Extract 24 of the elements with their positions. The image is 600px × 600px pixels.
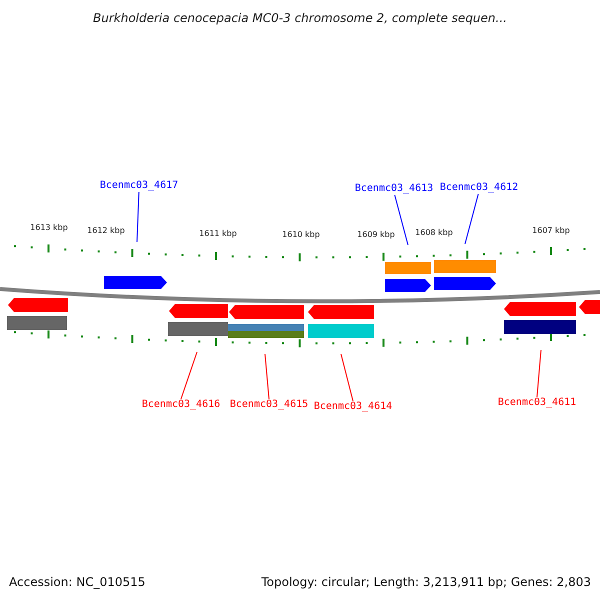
leader-line [464,194,479,244]
scale-label: 1610 kbp [282,231,320,239]
scale-label: 1611 kbp [199,230,237,238]
leader-line [340,354,354,402]
scale-label: 1607 kbp [532,227,570,235]
genome-summary-text: Topology: circular; Length: 3,213,911 bp; Genes: 2,803 [261,576,591,588]
accession-text: Accession: NC_010515 [9,576,146,588]
gene-label: Bcenmc03_4614 [314,402,392,412]
leader-line [394,194,408,246]
scale-label: 1613 kbp [30,224,68,232]
title: Burkholderia cenocepacia MC0-3 chromosome 2, complete sequen... [93,12,507,24]
gene-label: Bcenmc03_4613 [354,184,434,194]
gene-label: Bcenmc03_4611 [498,398,576,408]
scale-label: 1612 kbp [87,227,125,235]
scale-label: 1609 kbp [357,231,395,239]
leader-line [264,354,270,400]
leader-line [536,350,542,398]
gene-label: Bcenmc03_4617 [100,181,178,191]
gene-label: Bcenmc03_4612 [440,183,518,193]
gene-label: Bcenmc03_4615 [230,400,308,410]
gene-label: Bcenmc03_4616 [142,400,220,410]
scale-label: 1608 kbp [415,229,453,237]
leader-line [180,352,198,400]
leader-line [136,192,140,242]
